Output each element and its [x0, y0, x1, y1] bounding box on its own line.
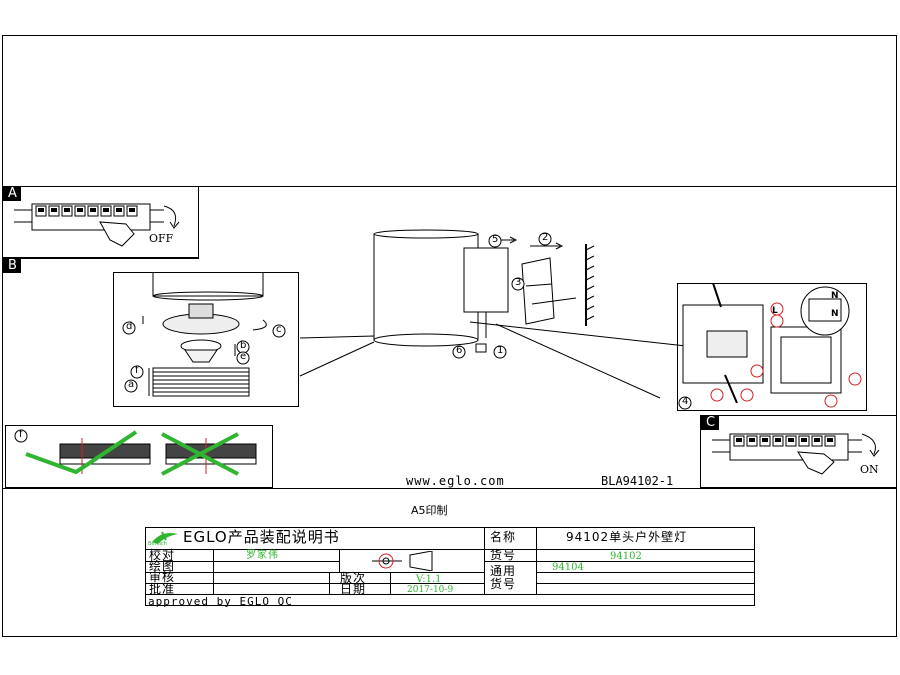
on-label: ON — [860, 463, 879, 476]
projection-symbol-icon — [372, 551, 433, 571]
main-assembly-illustration — [299, 229, 687, 399]
drawing-sheet — [2, 35, 897, 637]
header-divider — [2, 186, 897, 187]
step-6-label: 6 — [456, 345, 463, 356]
breaker-on-illustration — [712, 433, 880, 475]
date-value: 2017-10-9 — [407, 585, 454, 595]
step-1-label: 1 — [497, 345, 504, 356]
date-label: 日期 — [340, 582, 367, 596]
title-block — [145, 527, 755, 606]
step-5-label: 5 — [492, 234, 499, 245]
breaker-off-illustration — [14, 203, 180, 247]
section-b-divider — [2, 258, 199, 259]
logo-caption: Bereich — [148, 541, 167, 547]
common-label-1: 通用 — [490, 564, 517, 578]
tb-row-line-3b — [536, 572, 755, 573]
section-b-tag: B — [3, 259, 21, 273]
step-2-label: 2 — [542, 232, 549, 243]
part-e-label: e — [240, 351, 247, 362]
part-d-marker — [122, 321, 136, 335]
section-c-tag: C — [701, 416, 720, 430]
step-3-label: 3 — [515, 277, 522, 288]
review-label: 审核 — [149, 570, 176, 584]
version-value: V:1.1 — [416, 574, 442, 585]
tb-row-line-5 — [145, 594, 755, 595]
section-a-tag: A — [3, 187, 21, 201]
version-label: 版次 — [340, 571, 367, 585]
seal-check-panel — [5, 425, 273, 488]
terminal-n-label-bottom: N — [831, 309, 839, 319]
step-4-label: 4 — [682, 396, 689, 407]
off-label: OFF — [149, 232, 174, 245]
tb-col-line-1 — [213, 549, 214, 594]
tb-row-line-2 — [145, 561, 340, 562]
terminal-n-label-top: N — [831, 291, 839, 301]
step-1-marker — [493, 345, 507, 359]
tb-row-line-4b — [536, 583, 755, 584]
name-value: 94102单头户外壁灯 — [566, 530, 688, 544]
tb-row-line-3 — [145, 572, 485, 573]
tb-row-line-2b — [484, 561, 755, 562]
footer-divider — [2, 488, 897, 489]
step-5-marker — [488, 234, 502, 248]
detail-box-wiring — [677, 283, 867, 411]
seal-f-marker — [14, 429, 28, 443]
terminal-l-label: L — [772, 306, 778, 316]
part-c-marker — [272, 324, 286, 338]
common-value: 94104 — [552, 562, 584, 573]
name-label: 名称 — [490, 530, 517, 544]
section-a-panel — [2, 186, 199, 258]
common-label-2: 货号 — [490, 577, 517, 591]
part-c-label: c — [276, 324, 282, 335]
approved-by-text: approved by EGLO QC — [148, 595, 293, 608]
part-f-marker — [130, 365, 144, 379]
tb-col-line-4 — [390, 572, 391, 594]
tb-col-line-2 — [339, 549, 340, 572]
seal-f-label: f — [19, 429, 23, 440]
drawing-number: BLA94102-1 — [601, 474, 674, 488]
item-value: 94102 — [610, 551, 642, 562]
title-block-title: EGLO产品装配说明书 — [183, 528, 340, 546]
item-label: 货号 — [490, 548, 517, 562]
seal-check-illustration — [25, 430, 257, 476]
section-c-panel — [700, 415, 897, 488]
approve-label: 批准 — [149, 582, 176, 596]
check-value: 罗家伟 — [246, 550, 279, 561]
tb-col-line-5 — [484, 527, 485, 594]
part-e-marker — [236, 351, 250, 365]
step-6-marker — [452, 345, 466, 359]
print-size-note: A5印制 — [411, 504, 448, 517]
step-2-marker — [538, 232, 552, 246]
tb-col-line-3 — [329, 572, 330, 594]
check-label: 校对 — [149, 548, 176, 562]
part-a-marker — [124, 379, 138, 393]
step-3-marker — [511, 277, 525, 291]
part-d-label: d — [126, 321, 133, 332]
lamp-internals-illustration — [142, 272, 267, 397]
part-f-label: f — [135, 365, 139, 376]
website-text: www.eglo.com — [406, 474, 505, 488]
step-4-marker — [678, 396, 692, 410]
tb-col-line-6 — [536, 527, 537, 594]
part-b-label: b — [240, 340, 247, 351]
part-a-label: a — [128, 379, 135, 390]
tb-row-line-4 — [145, 583, 485, 584]
drawing-label: 绘图 — [149, 559, 176, 573]
junction-box-illustration — [682, 283, 862, 408]
tb-row-line-1 — [145, 549, 755, 550]
eglo-logo-icon — [152, 531, 178, 544]
